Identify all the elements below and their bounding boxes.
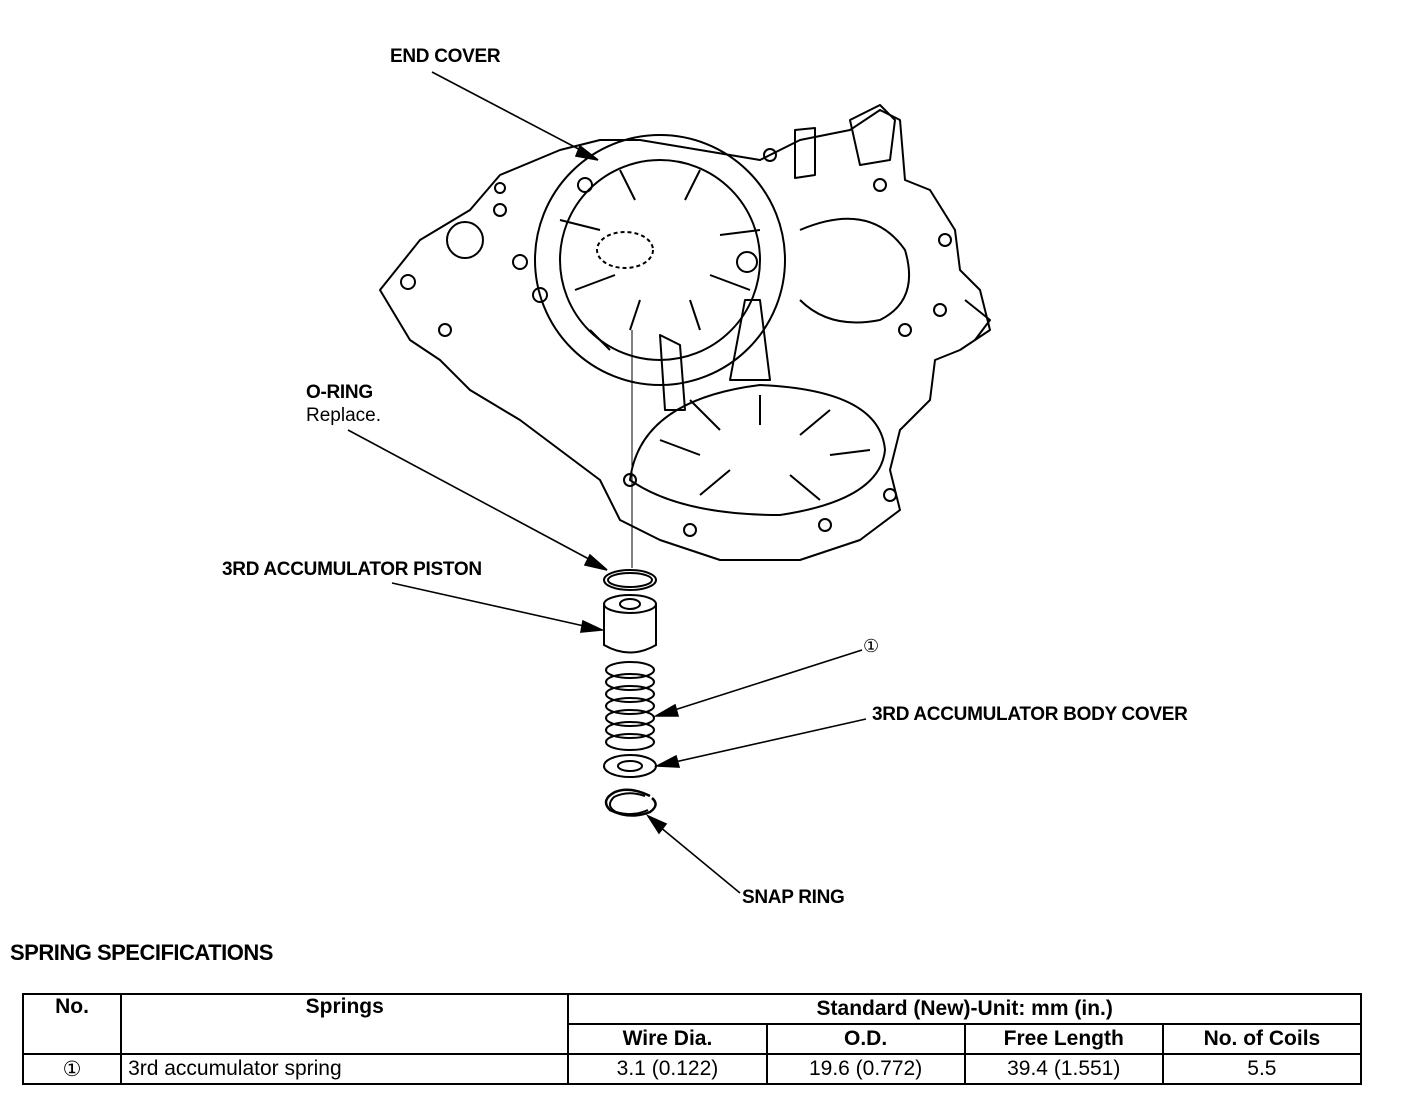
header-od: O.D. <box>765 1023 966 1055</box>
snap-ring-part <box>604 788 657 817</box>
header-no: No. <box>21 993 123 1055</box>
header-wire-dia: Wire Dia. <box>567 1023 768 1055</box>
cell-no: ① <box>21 1053 123 1085</box>
body-cover-part <box>603 754 657 778</box>
spring-part <box>605 661 655 751</box>
piston-label: 3RD ACCUMULATOR PISTON <box>222 559 482 580</box>
lower-housing-dome <box>629 384 886 516</box>
o-ring-part <box>603 569 657 591</box>
end-cover-outer-ring <box>534 134 786 386</box>
header-free-length: Free Length <box>963 1023 1164 1055</box>
o-ring-label: O-RING <box>306 382 373 403</box>
spring-spec-table: No. Springs Standard (New)-Unit: mm (in.… <box>21 993 1363 1085</box>
cell-free-length: 39.4 (1.551) <box>963 1053 1164 1085</box>
snap-ring-label: SNAP RING <box>742 887 845 908</box>
table-row: ① 3rd accumulator spring 3.1 (0.122) 19.… <box>21 1053 1363 1085</box>
header-standard: Standard (New)-Unit: mm (in.) <box>567 993 1362 1025</box>
spec-title: SPRING SPECIFICATIONS <box>10 940 273 965</box>
cell-od: 19.6 (0.772) <box>765 1053 966 1085</box>
end-cover-label: END COVER <box>390 46 501 67</box>
header-coils: No. of Coils <box>1161 1023 1363 1055</box>
table-header-row: No. Springs Standard (New)-Unit: mm (in.… <box>21 993 1362 1055</box>
table-subheader-row: Wire Dia. O.D. Free Length No. of Coils <box>23 1023 1363 1055</box>
header-springs: Springs <box>120 993 570 1055</box>
transmission-housing <box>379 109 991 561</box>
cell-coils: 5.5 <box>1161 1053 1363 1085</box>
body-cover-label: 3RD ACCUMULATOR BODY COVER <box>872 704 1188 725</box>
piston-part <box>603 594 657 654</box>
transmission-exploded-view <box>347 71 991 894</box>
callout-number: ① <box>863 636 880 656</box>
cell-wire-dia: 3.1 (0.122) <box>567 1053 768 1085</box>
o-ring-note: Replace. <box>306 405 381 426</box>
cell-spring-name: 3rd accumulator spring <box>120 1053 570 1085</box>
